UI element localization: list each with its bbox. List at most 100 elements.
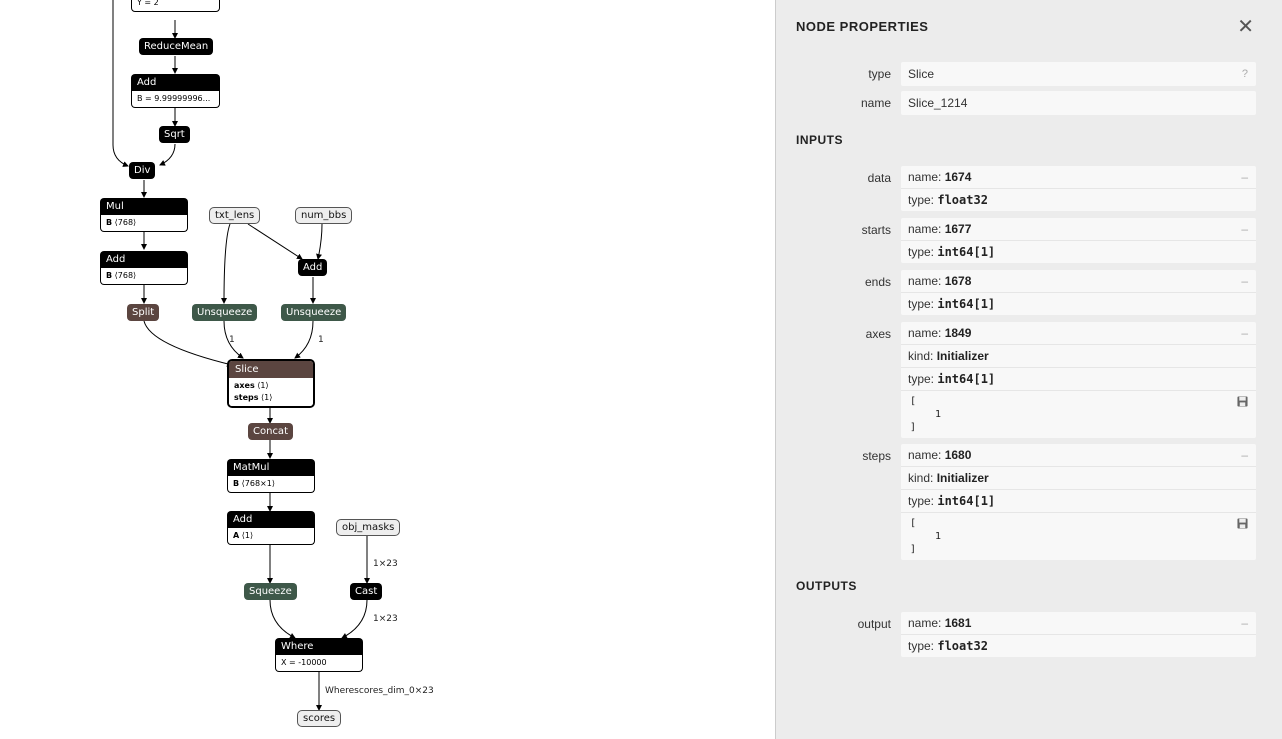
help-icon[interactable]: ? [1241, 68, 1248, 80]
graph-node-add[interactable]: Add B = 9.99999996... [131, 74, 220, 108]
inputs-header: INPUTS [796, 133, 844, 147]
graph-node-reducemean[interactable]: ReduceMean [139, 38, 214, 55]
output-name: 1681 [944, 616, 972, 630]
input-steps-box[interactable]: name: 1680– kind: Initializer type: int6… [901, 444, 1256, 560]
node-label: Add [131, 74, 220, 91]
input-starts-label: starts [861, 223, 891, 237]
edge-label: 1×23 [373, 614, 398, 624]
input-kind: Initializer [936, 349, 989, 363]
node-attr: B ⟨768⟩ [100, 215, 188, 232]
node-label: Where [275, 638, 363, 655]
tensor-value: [ 1 ] [901, 390, 1256, 438]
graph-node-unsqueeze[interactable]: Unsqueeze [281, 304, 347, 321]
input-name: 1677 [944, 222, 972, 236]
graph-node-add[interactable]: Add B ⟨768⟩ [100, 251, 188, 285]
node-label: Mul [100, 198, 188, 215]
graph-edges [112, 0, 370, 711]
save-icon[interactable] [1237, 396, 1248, 407]
node-attr: A ⟨1⟩ [227, 528, 315, 545]
graph-node-slice-selected[interactable]: Slice axes ⟨1⟩ steps ⟨1⟩ [227, 359, 315, 408]
collapse-icon[interactable]: – [1241, 222, 1248, 236]
type-label: type [868, 67, 891, 81]
graph-node-matmul[interactable]: MatMul B ⟨768×1⟩ [227, 459, 315, 493]
graph-node-div[interactable]: Div [129, 162, 156, 179]
input-kind: Initializer [936, 471, 989, 485]
graph-node-concat[interactable]: Concat [248, 423, 293, 440]
graph-node-top[interactable]: Y = 2 [131, 0, 220, 12]
tensor-value: [ 1 ] [901, 512, 1256, 560]
input-ends-label: ends [864, 275, 891, 289]
graph-canvas[interactable]: Y = 2 ReduceMean Add B = 9.99999996... S… [0, 0, 775, 739]
name-label: name [860, 96, 891, 110]
edge-label: 1 [318, 335, 324, 345]
type-value: Slice [908, 67, 935, 81]
node-label: Add [227, 511, 315, 528]
node-attr: B ⟨768×1⟩ [227, 476, 315, 493]
graph-node-where[interactable]: Where X = -10000 [275, 638, 363, 672]
input-type: int64[1] [937, 372, 996, 386]
output-label: output [857, 617, 891, 631]
node-attrs: axes ⟨1⟩ steps ⟨1⟩ [229, 378, 313, 406]
collapse-icon[interactable]: – [1241, 326, 1248, 340]
save-icon[interactable] [1237, 518, 1248, 529]
panel-title: NODE PROPERTIES [796, 19, 929, 34]
graph-node-split[interactable]: Split [127, 304, 160, 321]
node-attr: B ⟨768⟩ [100, 268, 188, 285]
input-axes-box[interactable]: name: 1849– kind: Initializer type: int6… [901, 322, 1256, 438]
input-ends-box[interactable]: name: 1678– type: int64[1] [901, 270, 1256, 315]
input-type: float32 [937, 193, 988, 207]
node-label: Slice [229, 361, 313, 378]
collapse-icon[interactable]: – [1241, 274, 1248, 288]
node-label: Split [127, 304, 160, 321]
graph-node-squeeze[interactable]: Squeeze [244, 583, 297, 600]
node-label: MatMul [227, 459, 315, 476]
name-field[interactable]: Slice_1214 [901, 91, 1256, 115]
graph-input-txt-lens[interactable]: txt_lens [209, 207, 261, 224]
node-attr: B = 9.99999996... [131, 91, 220, 108]
output-type: float32 [937, 639, 988, 653]
node-label: Add [100, 251, 188, 268]
node-label: Unsqueeze [192, 304, 258, 321]
node-label: Concat [248, 423, 293, 440]
graph-input-obj-masks[interactable]: obj_masks [336, 519, 401, 536]
edge-label: Wherescores_dim_0×23 [325, 686, 434, 696]
name-value: Slice_1214 [908, 96, 968, 110]
graph-node-mul[interactable]: Mul B ⟨768⟩ [100, 198, 188, 232]
collapse-icon[interactable]: – [1241, 616, 1248, 630]
output-box[interactable]: name: 1681– type: float32 [901, 612, 1256, 657]
input-axes-label: axes [865, 327, 891, 341]
node-attr: X = -10000 [275, 655, 363, 672]
graph-node-sqrt[interactable]: Sqrt [159, 126, 190, 143]
graph-input-num-bbs[interactable]: num_bbs [295, 207, 353, 224]
input-steps-label: steps [862, 449, 891, 463]
input-data-label: data [867, 171, 891, 185]
type-field[interactable]: Slice? [901, 62, 1256, 86]
node-label: Unsqueeze [281, 304, 347, 321]
input-starts-box[interactable]: name: 1677– type: int64[1] [901, 218, 1256, 263]
input-data-box[interactable]: name: 1674– type: float32 [901, 166, 1256, 211]
node-properties-panel: NODE PROPERTIES ✕ type Slice? name Slice… [775, 0, 1282, 739]
node-label: ReduceMean [139, 38, 214, 55]
node-label: Add [298, 259, 328, 276]
edge-label: 1 [229, 335, 235, 345]
graph-output-scores[interactable]: scores [297, 710, 342, 727]
input-name: 1680 [944, 448, 972, 462]
graph-node-cast[interactable]: Cast [350, 583, 383, 600]
input-name: 1678 [944, 274, 972, 288]
node-label: Squeeze [244, 583, 297, 600]
edge-label: 1×23 [373, 559, 398, 569]
input-type: int64[1] [937, 297, 996, 311]
input-name: 1674 [944, 170, 972, 184]
collapse-icon[interactable]: – [1241, 448, 1248, 462]
node-label: Cast [350, 583, 383, 600]
node-label: Sqrt [159, 126, 190, 143]
collapse-icon[interactable]: – [1241, 170, 1248, 184]
graph-node-unsqueeze[interactable]: Unsqueeze [192, 304, 258, 321]
close-icon[interactable]: ✕ [1237, 16, 1254, 38]
input-type: int64[1] [937, 494, 996, 508]
node-attr: Y = 2 [131, 0, 220, 12]
outputs-header: OUTPUTS [796, 579, 857, 593]
input-type: int64[1] [937, 245, 996, 259]
graph-node-add[interactable]: Add [298, 259, 328, 276]
graph-node-add[interactable]: Add A ⟨1⟩ [227, 511, 315, 545]
